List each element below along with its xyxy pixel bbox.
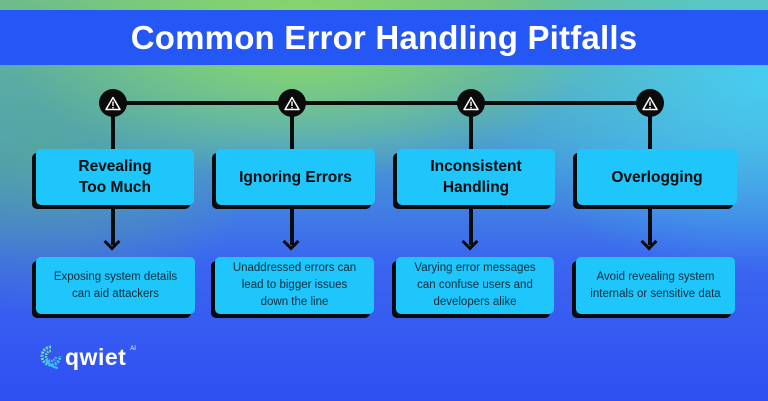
- page-title: Common Error Handling Pitfalls: [130, 18, 638, 56]
- warning-triangle-icon: [642, 96, 658, 110]
- pitfall-title-line: Ignoring Errors: [239, 168, 352, 186]
- arrow-down-icon: [282, 233, 300, 251]
- warning-triangle-icon: [105, 96, 121, 110]
- warning-node: [278, 89, 306, 117]
- qwiet-ai-logo: qwiet AI: [40, 345, 136, 369]
- arrow-down-icon: [461, 233, 479, 251]
- pitfall-title-card: Inconsistent Handling: [397, 149, 555, 205]
- qwiet-swirl-logo-icon: [40, 345, 62, 369]
- warning-triangle-icon: [284, 96, 300, 110]
- pitfall-title-card: Ignoring Errors: [216, 149, 375, 205]
- pitfall-description-card: Exposing system details can aid attacker…: [36, 257, 195, 314]
- pitfall-description-line: Varying error messages: [414, 262, 536, 274]
- pitfall-description-line: internals or sensitive data: [590, 287, 721, 300]
- warning-node: [457, 89, 485, 117]
- arrow-down-icon: [103, 233, 121, 251]
- pitfall-title-card: Revealing Too Much: [36, 149, 194, 205]
- pitfall-title-line: Inconsistent: [430, 158, 522, 175]
- pitfall-description-line: Avoid revealing system: [596, 270, 715, 283]
- pitfall-title-line: Overlogging: [611, 168, 703, 186]
- pitfall-description-line: can aid attackers: [72, 287, 159, 300]
- connector-line: [469, 205, 473, 245]
- pitfall-description-card: Unaddressed errors can lead to bigger is…: [215, 257, 374, 314]
- pitfall-description-line: can confuse users and: [417, 279, 533, 291]
- connector-line: [111, 205, 115, 245]
- connector-line: [290, 103, 294, 149]
- pitfall-description-line: Exposing system details: [53, 270, 178, 283]
- logo-wordmark: qwiet: [65, 343, 127, 370]
- pitfall-title-line: Too Much: [78, 179, 151, 196]
- connector-horizontal-line: [113, 101, 651, 105]
- pitfall-description-line: down the line: [260, 296, 329, 308]
- pitfall-title-line: Revealing: [78, 158, 152, 175]
- pitfall-description-card: Avoid revealing system internals or sens…: [576, 257, 735, 314]
- pitfall-description-line: lead to bigger issues: [241, 279, 348, 291]
- logo-suffix: AI: [130, 346, 136, 352]
- pitfall-description-line: Unaddressed errors can: [232, 262, 357, 274]
- warning-triangle-icon: [463, 96, 479, 110]
- connector-line: [469, 103, 473, 149]
- connector-line: [648, 103, 652, 149]
- connector-line: [111, 103, 115, 149]
- pitfall-title-card: Overlogging: [577, 149, 737, 205]
- connector-line: [648, 205, 652, 245]
- pitfall-description-line: developers alike: [433, 296, 517, 308]
- connector-line: [290, 205, 294, 245]
- pitfall-title-line: Handling: [442, 179, 510, 196]
- arrow-down-icon: [640, 233, 658, 251]
- pitfall-description-card: Varying error messages can confuse users…: [396, 257, 554, 314]
- warning-node: [636, 89, 664, 117]
- warning-node: [99, 89, 127, 117]
- title-banner: Common Error Handling Pitfalls: [0, 10, 768, 65]
